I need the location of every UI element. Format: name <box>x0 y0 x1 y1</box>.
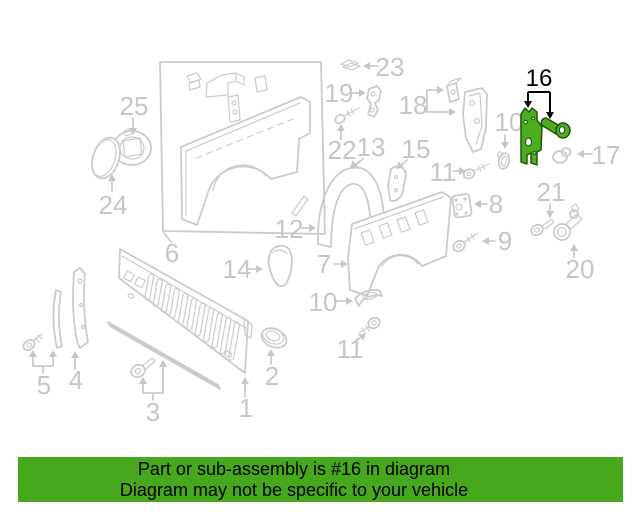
sill-strip <box>107 321 221 390</box>
label-group-6: 6 <box>165 238 179 268</box>
label-group-3: 3 <box>139 360 167 427</box>
screw-9 <box>452 232 479 253</box>
push-nut-17 <box>552 147 572 164</box>
label-group-12: 12 <box>275 214 316 244</box>
tailgate-panel <box>118 248 253 374</box>
wide-strip-4 <box>72 267 89 349</box>
highlighted-part-16 <box>520 107 571 166</box>
banner-background <box>18 457 623 502</box>
label-group-19: 19 <box>325 78 366 108</box>
label-group-4: 4 <box>69 351 83 395</box>
thin-strip-5 <box>52 289 63 349</box>
plate-8 <box>451 193 473 219</box>
label-13: 13 <box>357 132 386 162</box>
label-20: 20 <box>566 254 595 284</box>
label-group-8: 8 <box>474 189 503 219</box>
label-8: 8 <box>489 189 503 219</box>
label-group-10b: 10 <box>309 287 353 317</box>
screw-11-upper <box>462 163 490 180</box>
label-16: 16 <box>526 65 553 92</box>
highlight-banner: Part or sub-assembly is #16 in diagram D… <box>18 457 623 502</box>
label-11a: 11 <box>430 157 457 187</box>
label-group-9: 9 <box>482 226 512 256</box>
label-group-20: 20 <box>566 244 595 284</box>
banner-line1: Part or sub-assembly is #16 in diagram <box>138 459 450 479</box>
label-14: 14 <box>223 254 252 284</box>
latch-bracket-19 <box>366 85 382 118</box>
label-6: 6 <box>165 238 179 268</box>
label-19: 19 <box>325 78 354 108</box>
inner-bed-panel <box>347 191 452 297</box>
label-1: 1 <box>239 393 253 423</box>
clip-23 <box>340 59 361 71</box>
label-group-5: 5 <box>29 350 57 400</box>
banner-line2: Diagram may not be specific to your vehi… <box>120 480 468 500</box>
label-17: 17 <box>592 140 621 170</box>
push-pin-5 <box>22 333 43 351</box>
label-15: 15 <box>402 134 431 164</box>
label-group-23: 23 <box>363 52 404 82</box>
bedside-assembly-box <box>159 61 326 243</box>
label-10b: 10 <box>309 287 338 317</box>
label-group-10a: 10 <box>495 107 524 149</box>
label-group-25: 25 <box>120 91 149 135</box>
label-group-18: 18 <box>399 86 456 120</box>
label-group-22: 22 <box>328 124 357 165</box>
bolt-21 <box>530 218 555 237</box>
callout-16: 16 <box>524 65 554 119</box>
label-3: 3 <box>146 397 160 427</box>
label-group-11a: 11 <box>430 157 466 187</box>
label-group-24: 24 <box>99 174 128 220</box>
grommet-10 <box>496 151 511 170</box>
label-group-15: 15 <box>396 134 430 169</box>
screw-11-lower <box>358 316 381 334</box>
label-group-11b: 11 <box>337 333 366 364</box>
label-group-14: 14 <box>223 254 263 284</box>
tall-bracket-18 <box>462 87 488 153</box>
highlighted-bracket <box>520 107 543 166</box>
label-4: 4 <box>69 365 83 395</box>
label-12: 12 <box>275 214 304 244</box>
label-25: 25 <box>120 91 149 121</box>
label-group-21: 21 <box>537 177 566 218</box>
part-labels: 25 24 6 12 23 19 22 13 <box>29 52 620 427</box>
label-23: 23 <box>376 52 405 82</box>
label-group-7: 7 <box>317 249 348 279</box>
hinge-20 <box>553 203 583 241</box>
label-5: 5 <box>37 370 51 400</box>
label-24: 24 <box>99 190 128 220</box>
corner-cap-14 <box>267 244 293 287</box>
fuel-door <box>91 136 121 180</box>
label-group-13: 13 <box>350 132 385 168</box>
label-18: 18 <box>399 90 428 120</box>
label-group-1: 1 <box>239 377 253 423</box>
bezel-2 <box>260 327 288 349</box>
bracket-15 <box>387 165 407 202</box>
label-2: 2 <box>265 361 279 391</box>
label-group-17: 17 <box>577 140 620 170</box>
label-group-2: 2 <box>265 349 279 391</box>
block-clip-18 <box>446 77 462 103</box>
label-7: 7 <box>317 249 331 279</box>
screw-3 <box>130 357 156 379</box>
label-10a: 10 <box>495 107 524 137</box>
label-9: 9 <box>498 226 512 256</box>
oblong-bracket-10 <box>354 289 383 307</box>
label-22: 22 <box>328 135 357 165</box>
label-21: 21 <box>537 177 566 207</box>
screw-22 <box>334 107 360 125</box>
